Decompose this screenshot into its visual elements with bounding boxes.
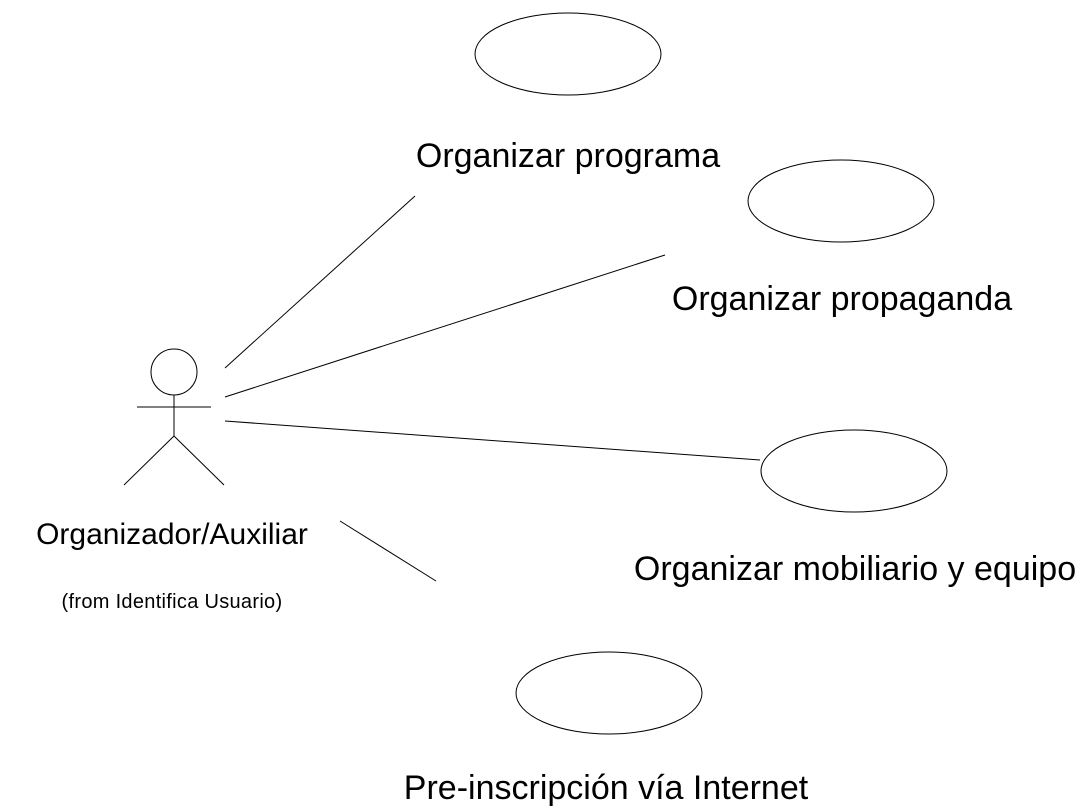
actor-name: Organizador/Auxiliar [36, 518, 308, 551]
use-case-organizar-mobiliario[interactable] [760, 429, 948, 513]
use-case-pre-inscripcion[interactable] [515, 651, 703, 735]
use-case-label-organizar-programa: Organizar programa [416, 137, 720, 175]
actor-left-leg [123, 435, 175, 486]
use-case-label-pre-inscripcion: Pre-inscripción vía Internet [404, 769, 809, 807]
use-case-organizar-propaganda[interactable] [747, 159, 935, 243]
use-case-organizar-programa[interactable] [474, 12, 662, 96]
actor-source: (from Identifica Usuario) [62, 591, 283, 613]
association-organizar-programa [224, 195, 416, 369]
association-organizar-mobiliario [224, 420, 761, 461]
actor-head [150, 348, 198, 396]
use-case-label-organizar-propaganda: Organizar propaganda [672, 280, 1012, 318]
association-organizar-propaganda [224, 254, 666, 398]
actor-right-leg [173, 435, 225, 486]
use-case-label-organizar-mobiliario: Organizar mobiliario y equipo [634, 550, 1076, 588]
actor-figure[interactable] [123, 348, 225, 486]
association-pre-inscripcion [339, 520, 437, 582]
